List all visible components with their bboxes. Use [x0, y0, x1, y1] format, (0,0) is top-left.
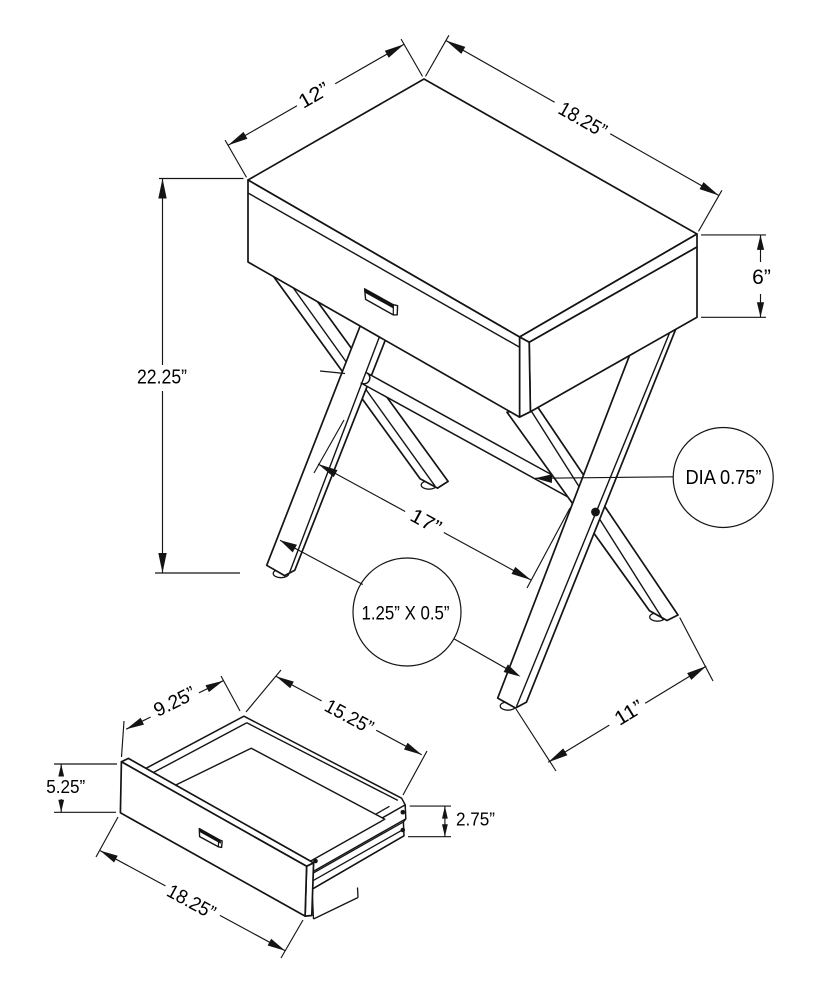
- svg-text:22.25”: 22.25”: [137, 367, 187, 389]
- svg-text:1.25” X 0.5”: 1.25” X 0.5”: [362, 604, 450, 625]
- svg-text:6”: 6”: [752, 266, 771, 289]
- svg-text:5.25”: 5.25”: [46, 777, 85, 797]
- svg-text:2.75”: 2.75”: [456, 810, 495, 830]
- svg-text:DIA 0.75”: DIA 0.75”: [686, 467, 762, 489]
